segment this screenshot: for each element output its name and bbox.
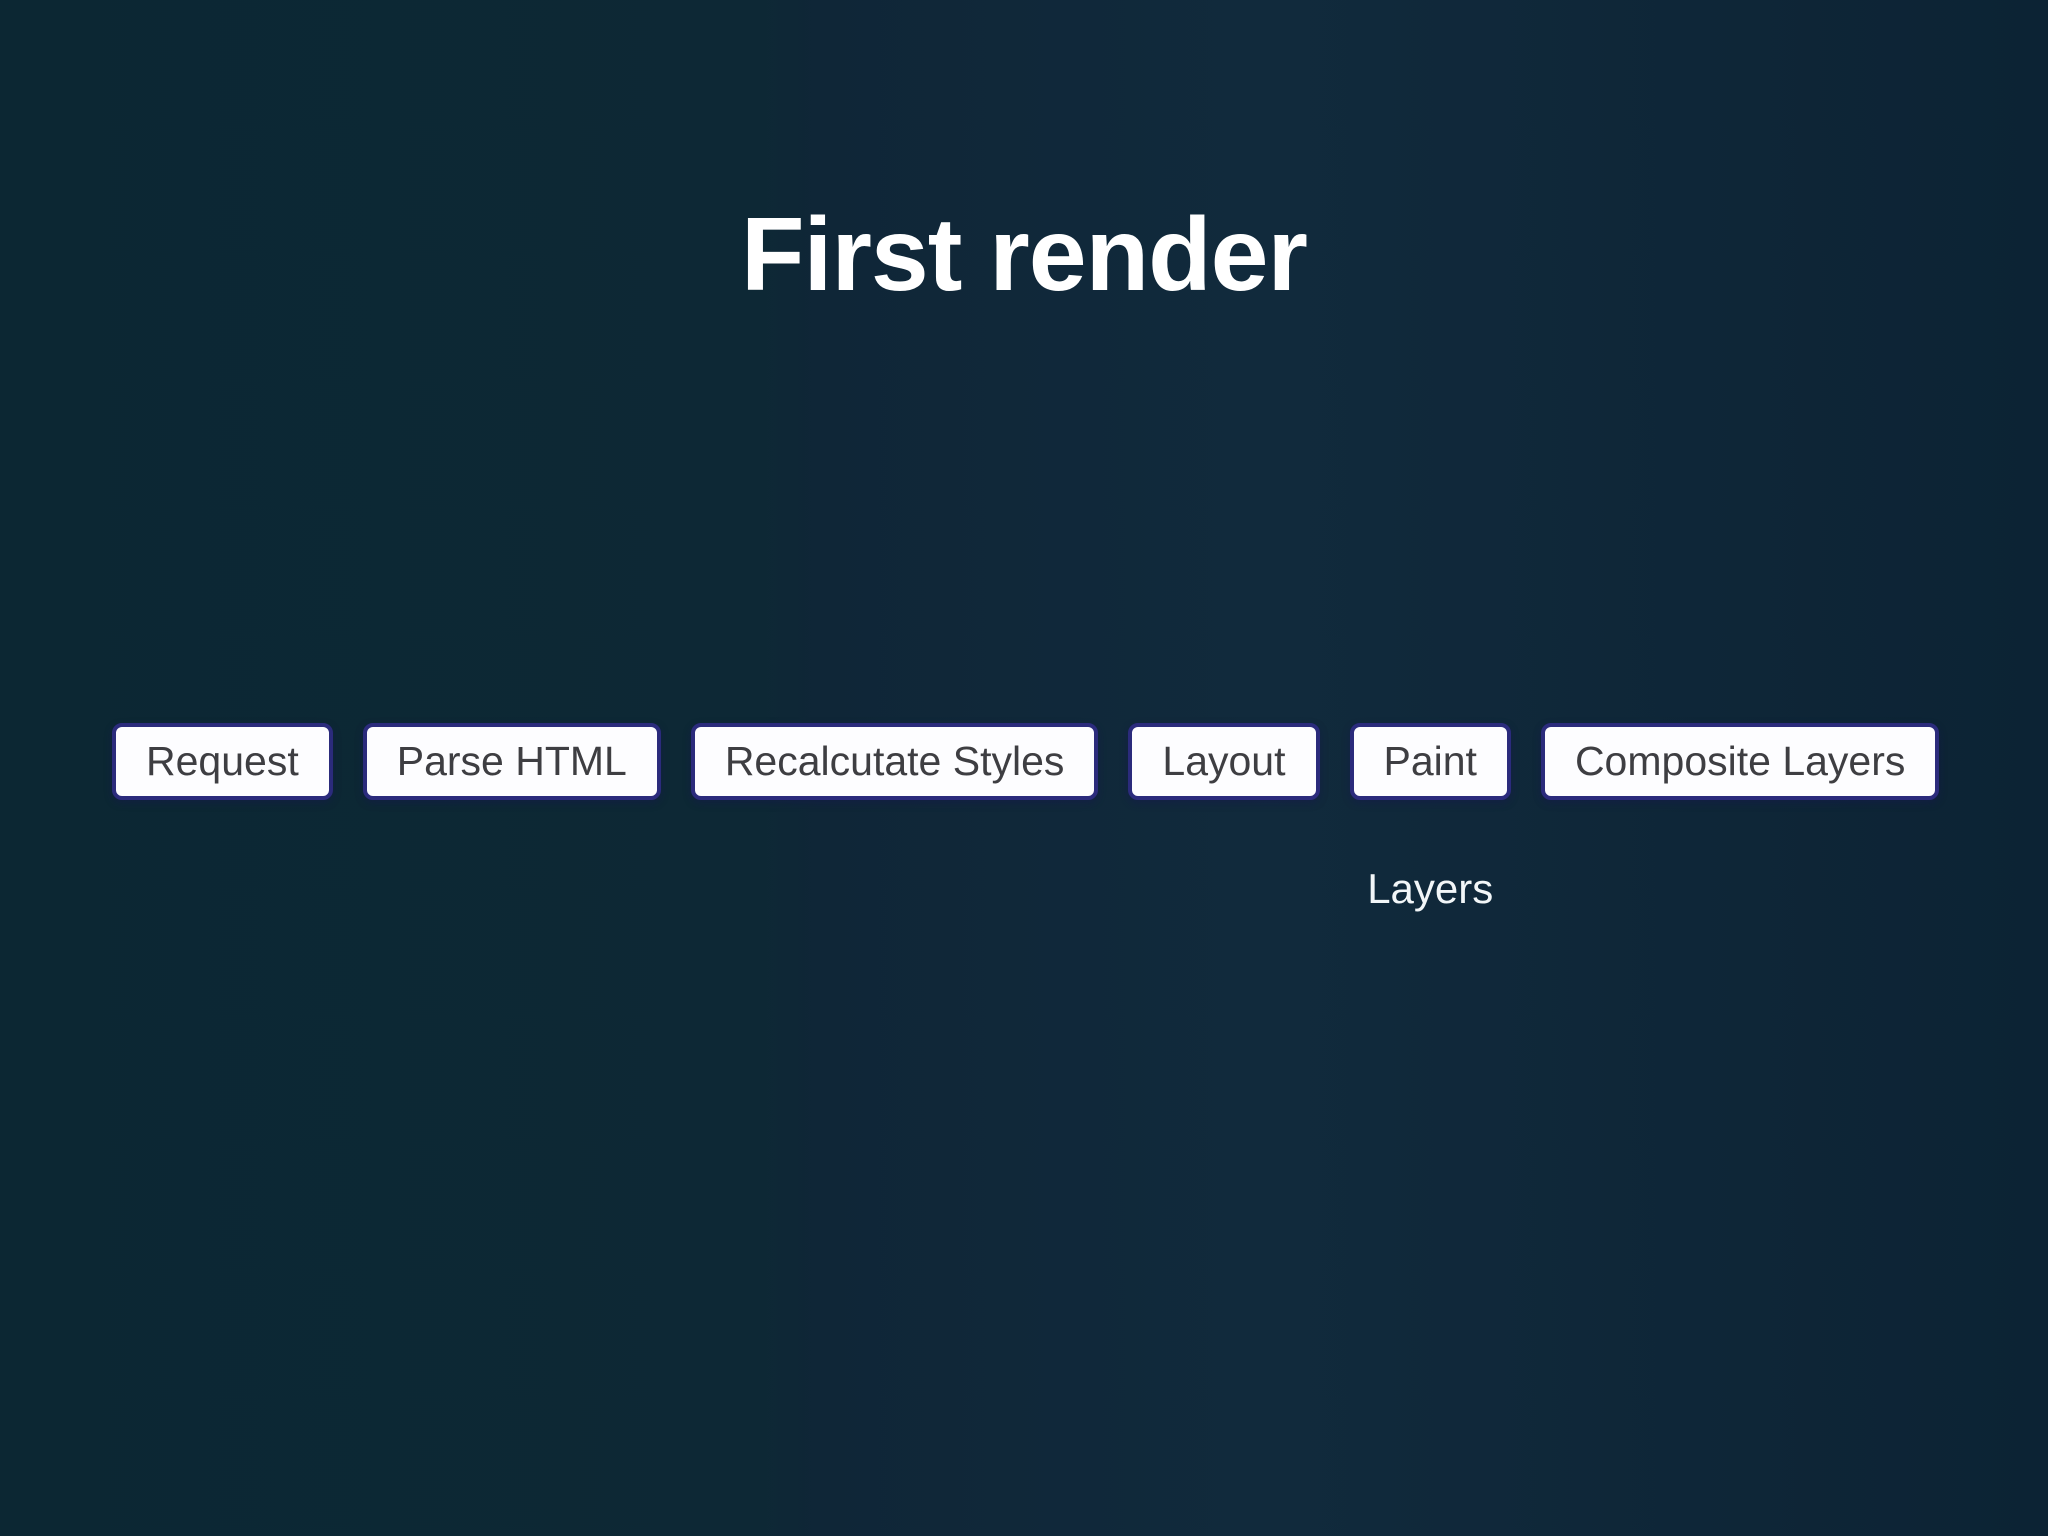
pipeline-step-label: Recalcutate Styles [724, 738, 1065, 784]
pipeline-step-label: Parse HTML [396, 738, 627, 784]
pipeline-step-layout: Layout [1128, 723, 1320, 800]
pipeline-step-label: Request [146, 738, 299, 784]
layers-annotation: Layers [1367, 865, 1494, 912]
pipeline-step-label: Paint [1383, 738, 1477, 784]
pipeline-step-label: Layout [1162, 738, 1286, 784]
pipeline-step-paint: Paint [1349, 723, 1511, 800]
pipeline-step-request: Request [112, 723, 333, 800]
pipeline-step-composite-layers: Composite Layers [1540, 723, 1940, 800]
pipeline-step-label: Composite Layers [1574, 738, 1906, 784]
pipeline-step-recalcutate-styles: Recalcutate Styles [690, 723, 1099, 800]
render-pipeline-row: Request Parse HTML Recalcutate Styles La… [112, 723, 1940, 800]
slide-title: First render [741, 196, 1308, 313]
pipeline-step-parse-html: Parse HTML [362, 723, 661, 800]
